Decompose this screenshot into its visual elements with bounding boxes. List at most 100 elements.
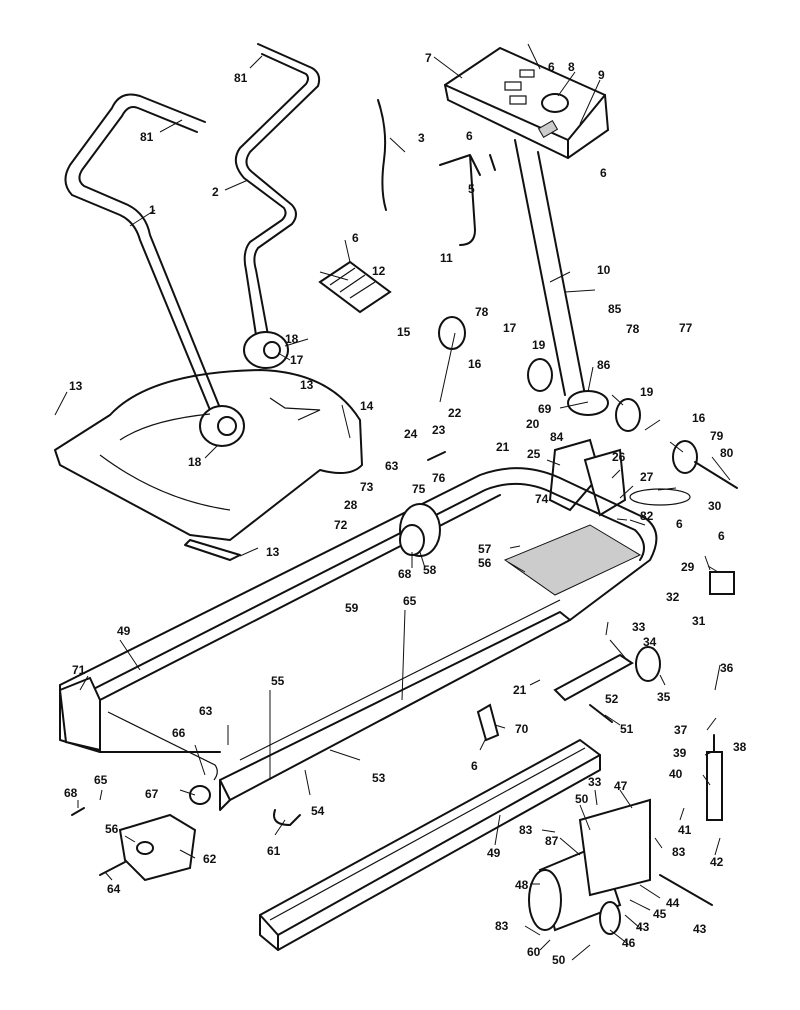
bolt-24	[427, 451, 446, 461]
callout-label: 19	[532, 338, 546, 352]
callout-label: 47	[614, 779, 628, 793]
callout-label: 42	[710, 855, 724, 869]
callout-label: 39	[673, 746, 687, 760]
callout-label: 43	[693, 922, 707, 936]
callout-label: 21	[513, 683, 527, 697]
callout-label: 65	[94, 773, 108, 787]
callout-label: 17	[290, 353, 304, 367]
callout-label: 75	[412, 482, 426, 496]
incline-motor	[528, 798, 651, 935]
base-plate	[54, 369, 363, 561]
callout-label: 83	[672, 845, 686, 859]
callout-label: 56	[105, 822, 119, 836]
callout-label: 66	[172, 726, 186, 740]
callout-label: 27	[640, 470, 654, 484]
callout-label: 51	[620, 722, 634, 736]
callout-label: 23	[432, 423, 446, 437]
callout-label: 12	[372, 264, 386, 278]
callout-label: 65	[403, 594, 417, 608]
incline-strut	[706, 751, 723, 821]
callout-label: 33	[588, 775, 602, 789]
callout-label: 28	[344, 498, 358, 512]
callout-label: 46	[622, 936, 636, 950]
callout-label: 16	[468, 357, 482, 371]
callout-label: 50	[552, 953, 566, 967]
bolt-43	[659, 874, 713, 906]
callout-label: 5	[468, 182, 475, 196]
callout-label: 6	[471, 759, 478, 773]
pulley-left	[527, 358, 553, 392]
callout-label: 10	[597, 263, 611, 277]
callout-label: 6	[676, 517, 683, 531]
callout-label: 76	[432, 471, 446, 485]
callout-label: 67	[145, 787, 159, 801]
rear-roller	[189, 785, 211, 805]
callout-label: 18	[188, 455, 202, 469]
callout-label: 6	[548, 60, 555, 74]
treadmill-frame	[59, 467, 658, 811]
callout-label: 53	[372, 771, 386, 785]
circuit-board	[318, 260, 392, 314]
callout-label: 86	[597, 358, 611, 372]
callout-label: 85	[608, 302, 622, 316]
callout-label: 32	[666, 590, 680, 604]
callout-label: 74	[535, 492, 549, 506]
callout-label: 6	[352, 231, 359, 245]
callout-label: 2	[212, 185, 219, 199]
callout-label: 14	[360, 399, 374, 413]
rear-cap	[118, 813, 197, 882]
callout-label: 70	[515, 722, 529, 736]
callout-label: 8	[568, 60, 575, 74]
switch-box	[709, 571, 735, 595]
left-handrail-hub	[199, 405, 245, 447]
bolt-80	[694, 461, 738, 489]
callout-label: 49	[117, 624, 131, 638]
callout-label: 13	[69, 379, 83, 393]
callout-label: 29	[681, 560, 695, 574]
callout-label: 1	[149, 203, 156, 217]
callout-labels: 81 81 1 2 3 7 6 8 9 6 6 5 6 12 11 10 18 …	[64, 51, 747, 967]
callout-label: 58	[423, 563, 437, 577]
leader-lines	[54, 43, 731, 961]
bolt-66	[71, 807, 85, 816]
callout-label: 79	[710, 429, 724, 443]
callout-label: 34	[643, 635, 657, 649]
callout-label: 59	[345, 601, 359, 615]
callout-label: 84	[550, 430, 564, 444]
callout-label: 71	[72, 663, 86, 677]
callout-label: 44	[666, 896, 680, 910]
callout-label: 30	[708, 499, 722, 513]
callout-label: 18	[285, 332, 299, 346]
callout-label: 20	[526, 417, 540, 431]
bracket-52	[553, 653, 634, 702]
right-handrail	[234, 43, 321, 336]
callout-label: 63	[385, 459, 399, 473]
pivot-bracket	[476, 703, 500, 742]
wheel	[635, 646, 661, 682]
callout-label: 33	[632, 620, 646, 634]
callout-label: 55	[271, 674, 285, 688]
callout-label: 6	[600, 166, 607, 180]
callout-label: 81	[140, 130, 154, 144]
callout-label: 63	[199, 704, 213, 718]
upright	[514, 139, 609, 416]
callout-label: 54	[311, 804, 325, 818]
callout-label: 60	[527, 945, 541, 959]
end-cap	[58, 676, 101, 752]
callout-label: 57	[478, 542, 492, 556]
callout-label: 56	[478, 556, 492, 570]
callout-label: 69	[538, 402, 552, 416]
callout-label: 72	[334, 518, 348, 532]
drive-belt	[629, 488, 691, 506]
callout-label: 64	[107, 882, 121, 896]
bolt-51	[589, 704, 613, 723]
callout-label: 43	[636, 920, 650, 934]
callout-label: 83	[519, 823, 533, 837]
callout-label: 82	[640, 509, 654, 523]
pulley-79	[672, 440, 698, 474]
callout-label: 36	[720, 661, 734, 675]
callout-label: 77	[679, 321, 693, 335]
console	[443, 46, 610, 160]
callout-label: 45	[653, 907, 667, 921]
